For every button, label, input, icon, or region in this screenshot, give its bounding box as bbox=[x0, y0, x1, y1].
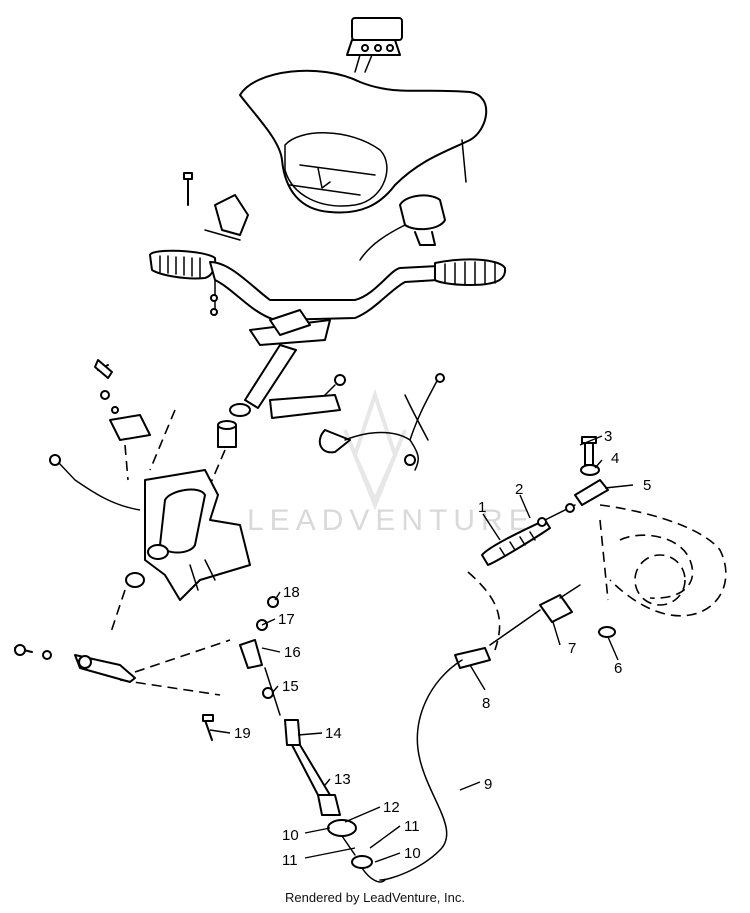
callout-10b: 10 bbox=[404, 845, 421, 862]
callout-10a: 10 bbox=[282, 827, 299, 844]
callout-3: 3 bbox=[604, 428, 612, 445]
headlight-pod-icon bbox=[239, 69, 488, 214]
callout-11b: 11 bbox=[282, 852, 298, 869]
leader-lines bbox=[209, 435, 634, 863]
choke-cable-icon bbox=[379, 571, 581, 881]
adjuster-cable-icon bbox=[481, 436, 616, 638]
rod-end-icon bbox=[239, 596, 281, 716]
callout-14: 14 bbox=[325, 725, 342, 742]
callout-11a: 11 bbox=[404, 818, 420, 835]
callout-2: 2 bbox=[515, 481, 523, 498]
callout-15: 15 bbox=[282, 678, 299, 695]
callout-12: 12 bbox=[383, 799, 400, 816]
kill-switch-icon bbox=[359, 194, 446, 261]
carburetor-icon bbox=[599, 504, 727, 617]
lever-arm-icon bbox=[14, 639, 231, 741]
throttle-cable-icon bbox=[284, 719, 386, 883]
cover-plate-icon bbox=[269, 374, 346, 419]
callout-7: 7 bbox=[568, 640, 576, 657]
callout-13: 13 bbox=[334, 771, 351, 788]
steering-post-icon bbox=[194, 344, 297, 521]
callout-16: 16 bbox=[284, 644, 301, 661]
handlebar-icon bbox=[149, 249, 507, 346]
callout-18: 18 bbox=[283, 584, 300, 601]
callout-1: 1 bbox=[478, 499, 486, 516]
headlight-switch-icon bbox=[346, 17, 403, 73]
watermark-text: LEADVENTURE bbox=[247, 504, 535, 537]
callout-6: 6 bbox=[614, 660, 622, 677]
watermark: LEADVENTURE bbox=[247, 388, 535, 537]
tether-lanyard-icon bbox=[318, 373, 445, 471]
callout-19: 19 bbox=[234, 725, 251, 742]
callout-4: 4 bbox=[611, 450, 619, 467]
callout-9: 9 bbox=[484, 776, 492, 793]
steering-bracket-icon bbox=[49, 359, 251, 636]
handlebar-clamp-bracket-icon bbox=[183, 172, 249, 241]
footer-credit: Rendered by LeadVenture, Inc. bbox=[285, 890, 465, 905]
callout-8: 8 bbox=[482, 695, 490, 712]
callout-17: 17 bbox=[278, 611, 295, 628]
callout-numbers: 1 2 3 4 5 6 7 8 9 14 13 12 10 11 11 10 1… bbox=[234, 428, 651, 869]
leadventure-logo-icon bbox=[343, 388, 407, 511]
callout-5: 5 bbox=[643, 477, 651, 494]
